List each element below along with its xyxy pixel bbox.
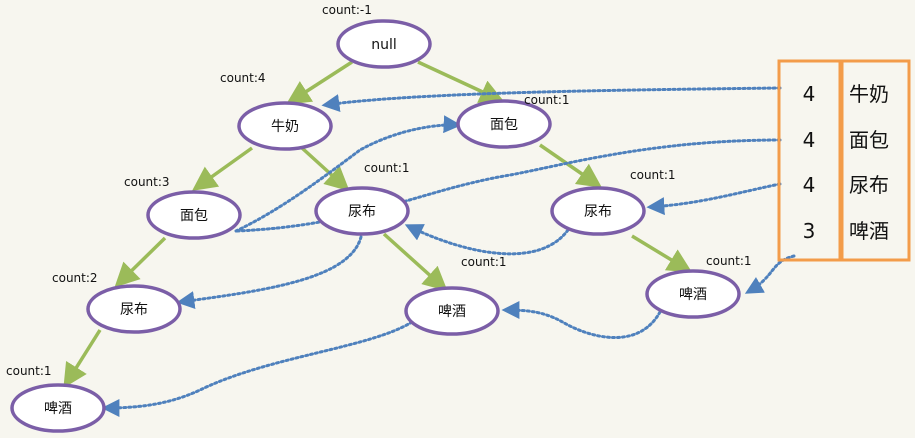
count-bread-right: count:1 <box>524 93 570 107</box>
node-beer-left-label: 啤酒 <box>44 401 72 417</box>
edge-diaper-beer-right <box>631 234 693 273</box>
count-diaper-mid: count:1 <box>364 161 410 175</box>
link-diaper-chain-1 <box>404 224 570 256</box>
count-diaper-left: count:2 <box>52 271 98 285</box>
node-labels: null 牛奶 面包 面包 尿布 尿布 尿布 啤酒 啤酒 啤酒 <box>44 37 707 417</box>
header-table-count-column <box>777 59 842 262</box>
node-beer-right <box>645 269 741 319</box>
link-beer-chain-1 <box>501 301 662 339</box>
header-item-4: 啤酒 <box>849 219 889 243</box>
link-header-diaper <box>646 182 782 216</box>
edge-root-milk <box>285 60 353 105</box>
edge-bread-diaper-right <box>539 143 603 188</box>
tree-nodes <box>10 19 741 433</box>
node-diaper-mid-label: 尿布 <box>348 204 376 220</box>
node-bread-left-label: 面包 <box>180 208 208 224</box>
node-beer-mid <box>404 286 500 336</box>
node-diaper-right-label: 尿布 <box>584 204 612 220</box>
node-bread-right <box>456 99 552 149</box>
edge-bread-diaper-left <box>114 236 167 288</box>
link-header-milk <box>321 86 782 112</box>
node-bread-right-label: 面包 <box>490 117 518 133</box>
node-diaper-left-label: 尿布 <box>120 302 148 318</box>
header-table-item-column <box>840 59 911 262</box>
node-beer-mid-label: 啤酒 <box>438 304 466 320</box>
node-diaper-mid <box>314 186 410 236</box>
header-item-1: 牛奶 <box>849 82 889 106</box>
header-count-4: 3 <box>803 219 816 243</box>
node-links <box>101 86 796 417</box>
edge-milk-diaper <box>300 146 350 192</box>
count-milk: count:4 <box>220 71 266 85</box>
edge-diaper-beer-left <box>63 329 102 389</box>
node-beer-right-label: 啤酒 <box>679 287 707 303</box>
count-labels: count:-1 count:4 count:1 count:3 count:1… <box>6 3 752 378</box>
header-table: 4 牛奶 4 面包 4 尿布 3 啤酒 <box>777 59 911 262</box>
count-beer-right: count:1 <box>706 254 752 268</box>
header-count-3: 4 <box>803 173 816 197</box>
node-milk <box>237 101 333 151</box>
link-header-beer <box>744 254 796 294</box>
count-bread-left: count:3 <box>124 175 170 189</box>
link-diaper-chain-2 <box>176 230 364 310</box>
edge-diaper-beer-mid <box>382 232 448 292</box>
count-beer-left: count:1 <box>6 364 52 378</box>
node-bread-left <box>146 190 242 240</box>
header-count-2: 4 <box>803 128 816 152</box>
count-diaper-right: count:1 <box>630 168 676 182</box>
count-beer-mid: count:1 <box>461 255 507 269</box>
node-root-label: null <box>371 37 397 53</box>
link-beer-chain-2 <box>101 320 414 417</box>
edge-milk-bread <box>192 146 254 191</box>
node-diaper-left <box>86 284 182 334</box>
node-milk-label: 牛奶 <box>271 119 299 135</box>
node-diaper-right <box>550 186 646 236</box>
header-item-2: 面包 <box>849 128 889 152</box>
node-root <box>336 19 432 69</box>
header-count-1: 4 <box>803 82 816 106</box>
count-root: count:-1 <box>322 3 372 17</box>
tree-edges <box>63 60 693 389</box>
header-item-3: 尿布 <box>849 173 889 197</box>
node-beer-left <box>10 383 106 433</box>
